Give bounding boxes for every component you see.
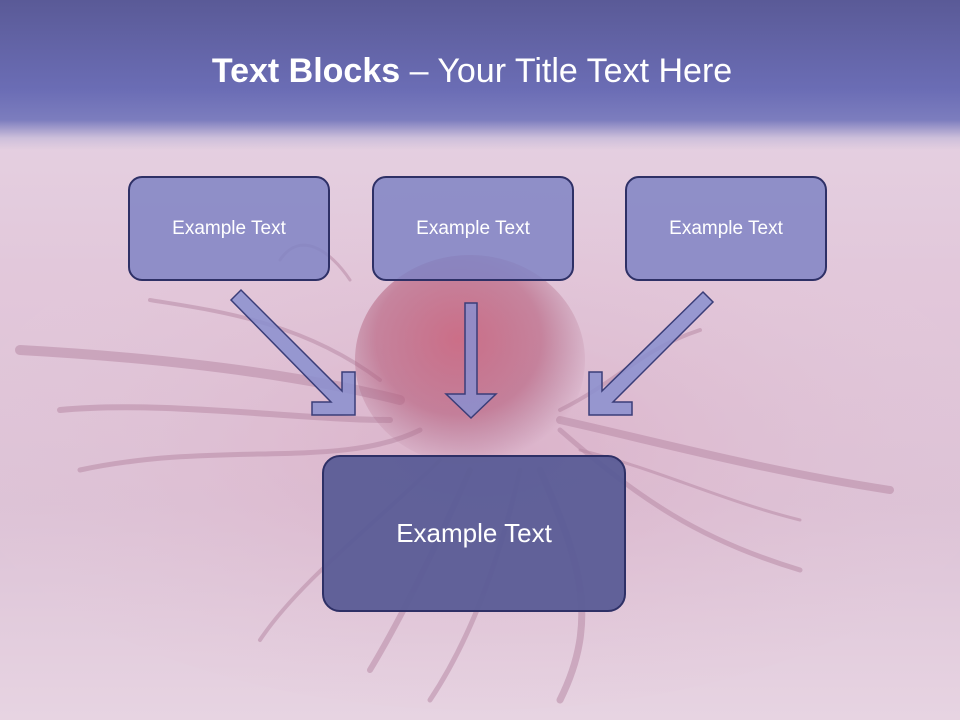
- text-block-main[interactable]: Example Text: [322, 455, 626, 612]
- title-band: [0, 0, 960, 150]
- arrow-right-icon: [588, 290, 715, 416]
- title-rest: Your Title Text Here: [437, 52, 733, 90]
- text-block-right[interactable]: Example Text: [625, 176, 827, 281]
- text-block-main-label: Example Text: [396, 518, 552, 548]
- page-title: Text Blocks – Your Title Text Here: [0, 52, 944, 91]
- title-dash: –: [400, 52, 438, 90]
- arrow-left-icon: [229, 288, 356, 416]
- text-block-right-label: Example Text: [669, 217, 783, 239]
- text-block-center-label: Example Text: [416, 217, 530, 239]
- text-block-center[interactable]: Example Text: [372, 176, 574, 281]
- text-block-left-label: Example Text: [172, 217, 286, 239]
- arrow-down-icon: [444, 302, 498, 420]
- text-block-left[interactable]: Example Text: [128, 176, 330, 281]
- title-bold-part: Text Blocks: [211, 52, 401, 90]
